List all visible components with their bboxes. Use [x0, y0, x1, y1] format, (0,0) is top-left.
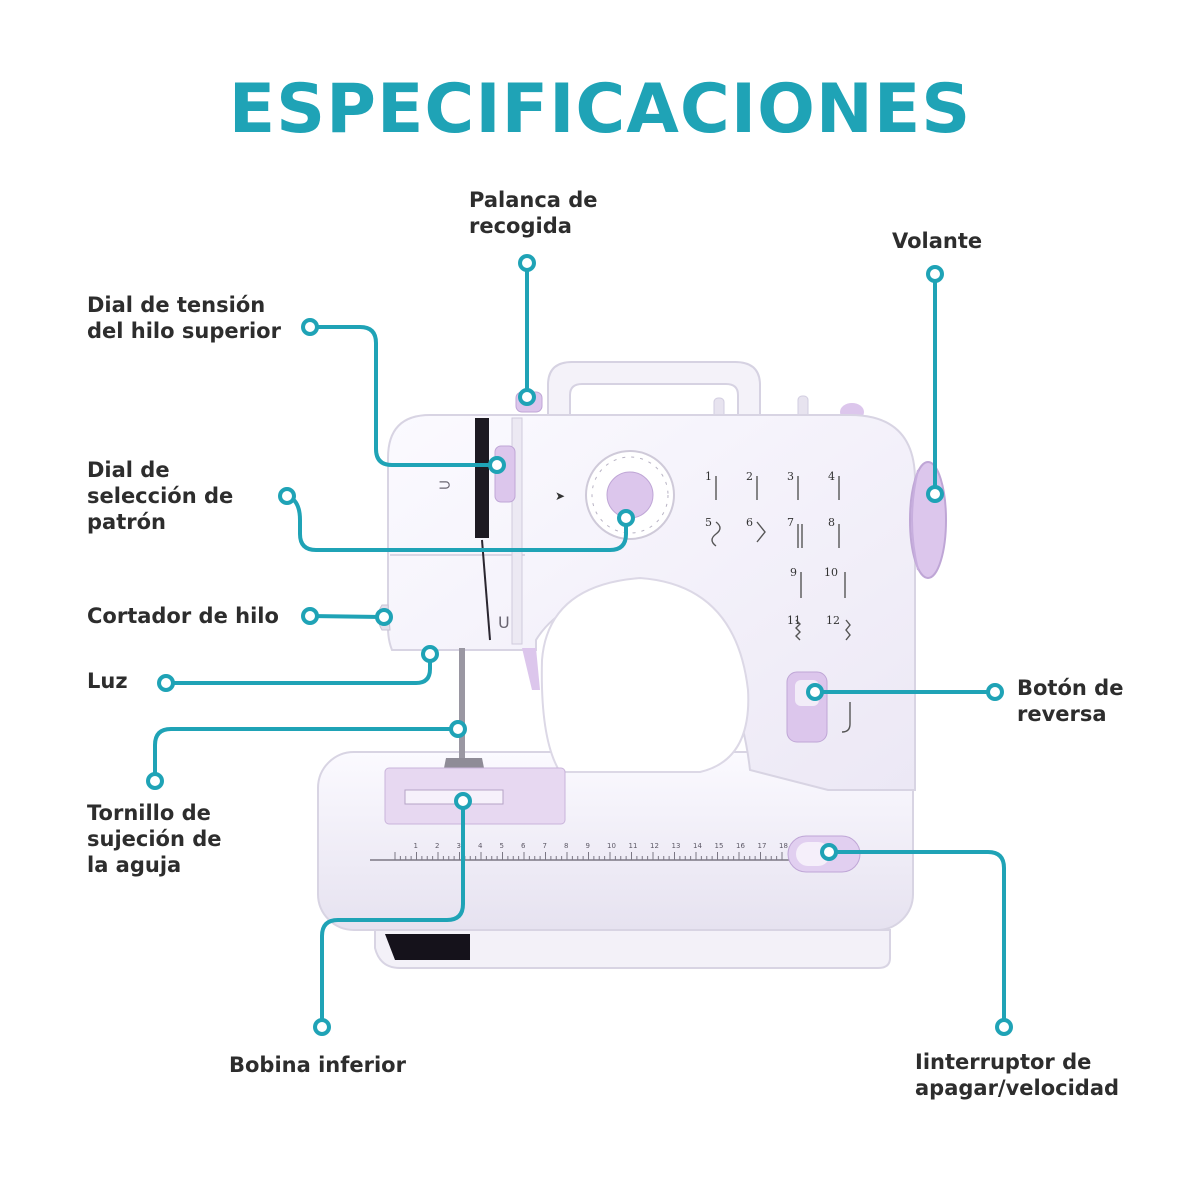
pattern-number: 9 — [790, 566, 797, 579]
label-dial-tension: Dial de tensión del hilo superior — [87, 293, 281, 343]
ruler-number: 13 — [672, 842, 681, 850]
callout-dot — [301, 318, 319, 336]
pattern-number: 11 — [787, 614, 801, 627]
ruler-number: 2 — [435, 842, 439, 850]
ruler-number: 14 — [693, 842, 702, 850]
thread-channel — [475, 418, 489, 538]
label-interruptor: Iinterruptor de apagar/velocidad — [915, 1050, 1120, 1100]
ruler-number: 8 — [564, 842, 568, 850]
callout-dot — [820, 843, 838, 861]
callout-dots — [146, 254, 1013, 1036]
page-title: ESPECIFICACIONES — [228, 70, 972, 149]
free-arm-opening — [540, 576, 750, 773]
ruler-number: 18 — [779, 842, 788, 850]
ruler-number: 11 — [629, 842, 638, 850]
ruler-number: 3 — [457, 842, 461, 850]
callout-lines — [153, 261, 1006, 1029]
pattern-number: 10 — [824, 566, 838, 579]
tension-dial-wheel — [494, 445, 516, 503]
callout-dot — [449, 720, 467, 738]
label-boton-reversa: Botón de reversa — [1017, 676, 1124, 726]
callout-bobina — [320, 799, 465, 1029]
callout-dot — [995, 1018, 1013, 1036]
svg-text:⊃: ⊃ — [438, 475, 451, 494]
label-tornillo-aguja: Tornillo de sujeción de la aguja — [87, 801, 222, 877]
callout-cortador — [308, 614, 386, 619]
callout-interruptor — [827, 850, 1006, 1029]
callout-dot — [518, 254, 536, 272]
callout-tornillo — [153, 727, 460, 783]
callout-dot — [926, 485, 944, 503]
ruler-number: 17 — [758, 842, 767, 850]
callout-dot — [313, 1018, 331, 1036]
ruler-number: 15 — [715, 842, 724, 850]
callout-dot — [278, 487, 296, 505]
presser-lever — [522, 648, 540, 690]
stitch-pattern-chart: 1 2 3 4 5 6 7 8 9 10 11 12 — [705, 470, 840, 627]
pattern-number: 5 — [705, 516, 712, 529]
pattern-number: 12 — [826, 614, 840, 627]
thread-guide-slot — [511, 417, 523, 645]
ruler-number: 5 — [500, 842, 504, 850]
callout-dot — [926, 265, 944, 283]
label-palanca-recogida: Palanca de recogida — [469, 188, 598, 238]
dial-pointer: ➤ — [555, 489, 565, 503]
stitch-glyphs — [711, 476, 851, 641]
ruler-number: 1 — [414, 842, 418, 850]
label-bobina-inferior: Bobina inferior — [229, 1053, 406, 1077]
label-cortador-hilo: Cortador de hilo — [87, 604, 279, 628]
label-luz: Luz — [87, 669, 128, 693]
callout-dot — [617, 509, 635, 527]
callout-patron — [285, 494, 628, 552]
callout-luz — [164, 652, 432, 685]
callout-dot — [375, 608, 393, 626]
pattern-number: 3 — [787, 470, 794, 483]
callout-dot — [454, 792, 472, 810]
callout-dot — [421, 645, 439, 663]
ruler-number: 9 — [586, 842, 590, 850]
sewing-machine: ⊃ U ➤ 1 2 3 4 5 6 7 8 9 10 11 12 — [317, 361, 947, 969]
callout-dot — [518, 388, 536, 406]
pattern-number: 7 — [787, 516, 794, 529]
ruler-number: 12 — [650, 842, 659, 850]
callout-dot — [146, 772, 164, 790]
pattern-number: 6 — [746, 516, 753, 529]
callout-tension — [308, 325, 499, 467]
label-dial-patron: Dial de selección de patrón — [87, 458, 234, 534]
svg-text:U: U — [498, 613, 510, 632]
accessory-slot — [385, 934, 470, 960]
callout-dot — [157, 674, 175, 692]
pattern-number: 8 — [828, 516, 835, 529]
callout-dot — [488, 456, 506, 474]
ruler-number: 6 — [521, 842, 526, 850]
ruler-number: 10 — [607, 842, 616, 850]
pattern-number: 2 — [746, 470, 753, 483]
callout-dot — [986, 683, 1004, 701]
ruler-number: 7 — [543, 842, 547, 850]
callout-dot — [806, 683, 824, 701]
label-volante: Volante — [892, 229, 983, 253]
machine-foot — [374, 929, 891, 969]
pattern-dial — [585, 450, 675, 540]
pattern-number: 4 — [828, 470, 835, 483]
pattern-number: 1 — [705, 470, 712, 483]
ruler-number: 16 — [736, 842, 745, 850]
ruler-number: 4 — [478, 842, 483, 850]
callout-dot — [301, 607, 319, 625]
